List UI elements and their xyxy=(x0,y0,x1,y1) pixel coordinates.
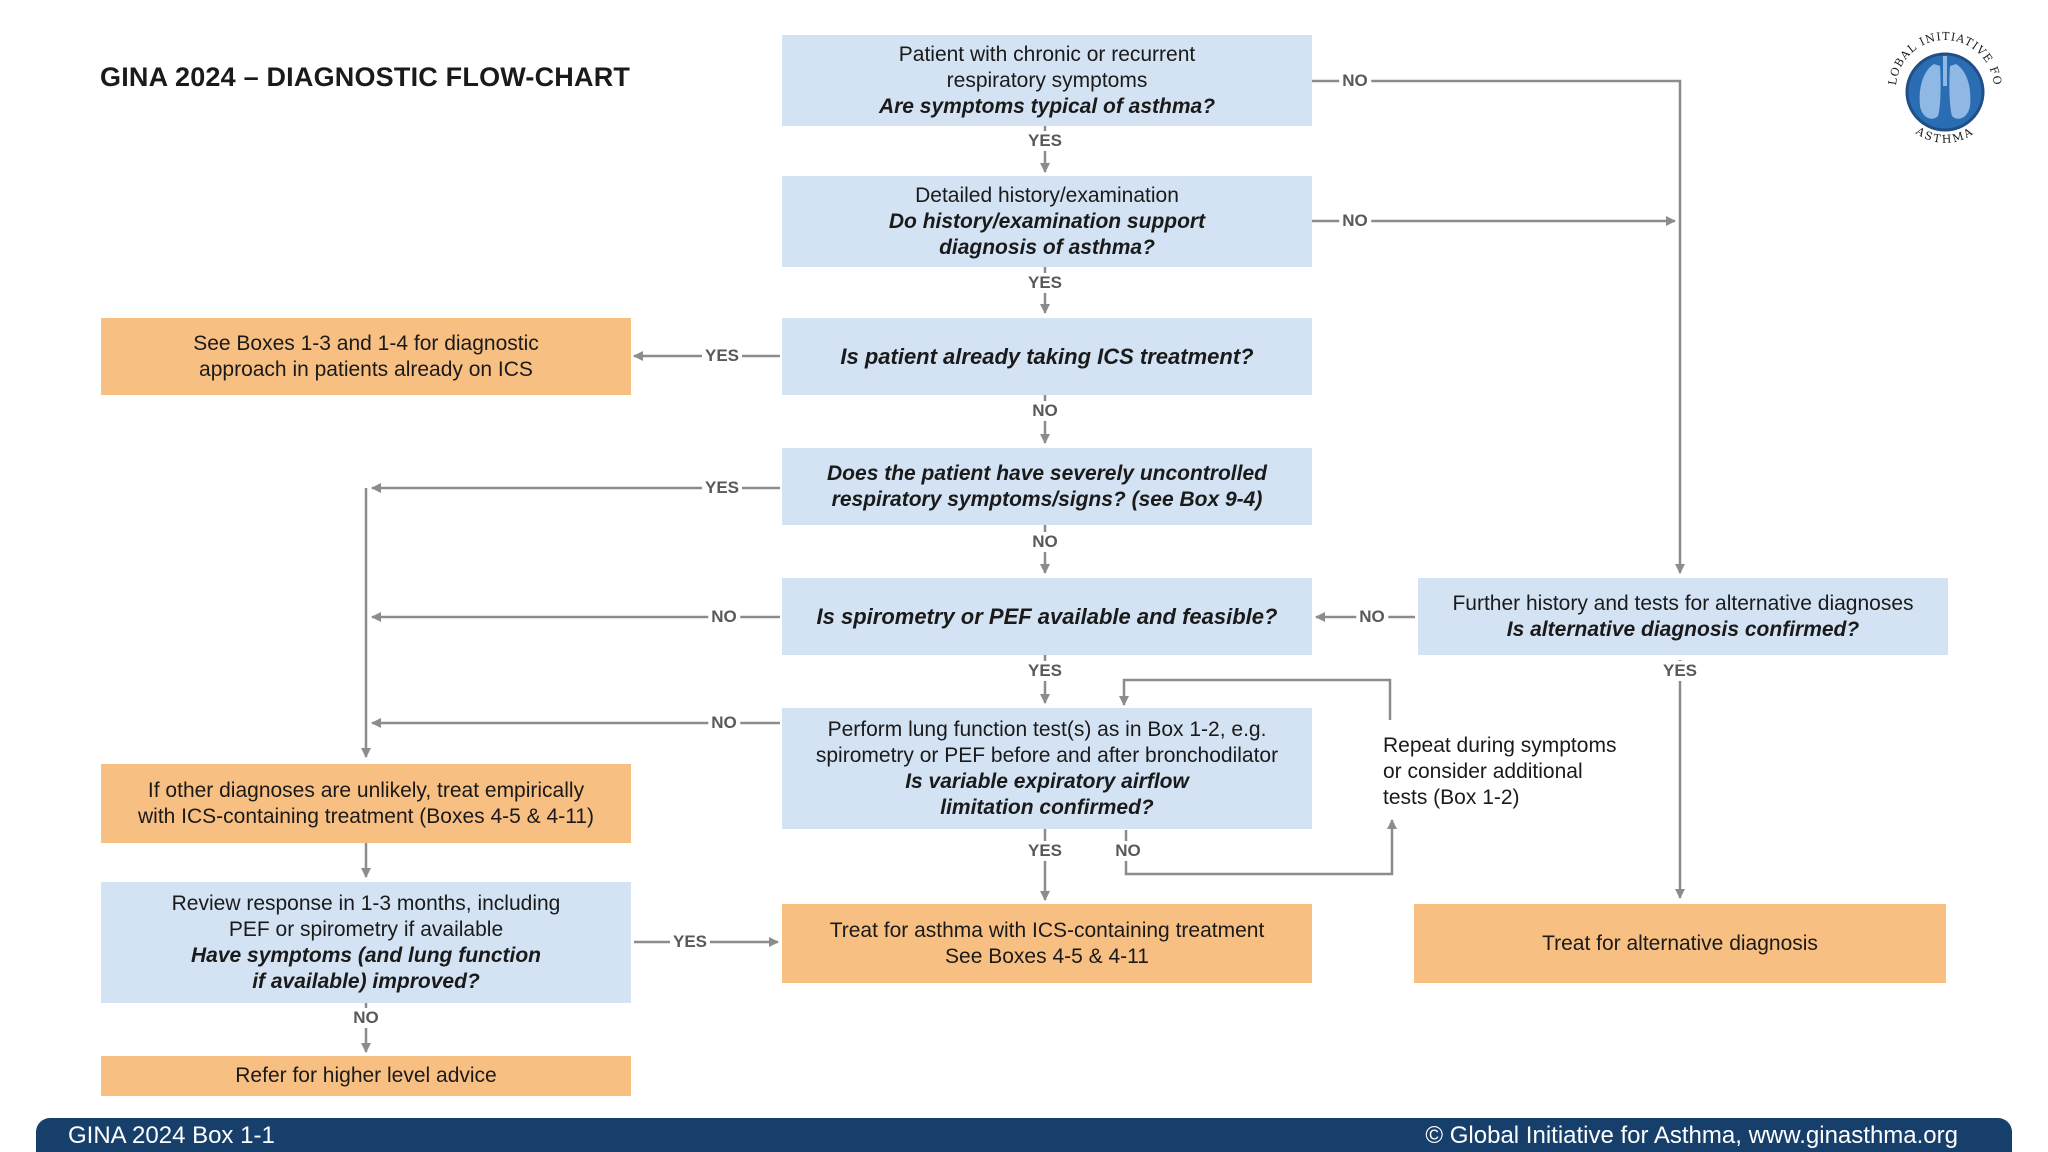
box-text: Detailed history/examination xyxy=(915,183,1179,207)
box-text: Treat for asthma with ICS-containing tre… xyxy=(829,918,1265,942)
box-text: If other diagnoses are unlikely, treat e… xyxy=(147,778,585,802)
label-no: NO xyxy=(1112,841,1144,861)
label-yes: YES xyxy=(701,478,743,498)
box-text: See Boxes 4-5 & 4-11 xyxy=(945,944,1149,968)
box-text: Review response in 1-3 months, including xyxy=(171,891,561,915)
box-text: PEF or spirometry if available xyxy=(228,917,504,941)
box-question: Is alternative diagnosis confirmed? xyxy=(1506,617,1860,641)
label-no: NO xyxy=(1339,71,1371,91)
label-yes: YES xyxy=(1024,131,1066,151)
box-text: Treat for alternative diagnosis xyxy=(1542,931,1818,955)
box-question: diagnosis of asthma? xyxy=(939,235,1155,259)
footer-box-label: GINA 2024 Box 1-1 xyxy=(68,1122,275,1149)
box-severe-symptoms: Does the patient have severely uncontrol… xyxy=(782,448,1312,525)
repeat-note: Repeat during symptoms or consider addit… xyxy=(1383,733,1616,811)
box-initial-symptoms: Patient with chronic or recurrent respir… xyxy=(782,35,1312,126)
box-review-response: Review response in 1-3 months, including… xyxy=(101,882,631,1003)
box-question: respiratory symptoms/signs? (see Box 9-4… xyxy=(831,487,1263,511)
box-text: Further history and tests for alternativ… xyxy=(1452,591,1914,615)
box-further-history: Further history and tests for alternativ… xyxy=(1418,578,1948,655)
box-text: Patient with chronic or recurrent xyxy=(898,42,1196,66)
box-text: respiratory symptoms xyxy=(946,68,1148,92)
box-empiric-treatment: If other diagnoses are unlikely, treat e… xyxy=(101,764,631,843)
note-text: tests (Box 1-2) xyxy=(1383,786,1520,809)
label-yes: YES xyxy=(1659,661,1701,681)
box-see-boxes: See Boxes 1-3 and 1-4 for diagnostic app… xyxy=(101,318,631,395)
footer-copyright: © Global Initiative for Asthma, www.gina… xyxy=(1425,1122,1958,1149)
box-spirometry: Is spirometry or PEF available and feasi… xyxy=(782,578,1312,655)
box-detailed-history: Detailed history/examination Do history/… xyxy=(782,176,1312,267)
box-text: Refer for higher level advice xyxy=(235,1064,497,1087)
box-text: spirometry or PEF before and after bronc… xyxy=(815,743,1279,767)
box-text: See Boxes 1-3 and 1-4 for diagnostic xyxy=(193,331,539,355)
label-yes: YES xyxy=(701,346,743,366)
box-ics-treatment: Is patient already taking ICS treatment? xyxy=(782,318,1312,395)
label-no: NO xyxy=(350,1008,382,1028)
footer-bar: GINA 2024 Box 1-1 © Global Initiative fo… xyxy=(36,1118,2012,1152)
gina-logo-icon: GLOBAL INITIATIVE FOR ASTHMA xyxy=(1882,26,2003,146)
box-text: with ICS-containing treatment (Boxes 4-5… xyxy=(138,804,594,828)
box-question: limitation confirmed? xyxy=(940,795,1154,819)
box-question: if available) improved? xyxy=(252,969,480,993)
box-lung-function-test: Perform lung function test(s) as in Box … xyxy=(782,708,1312,829)
box-question: Do history/examination support xyxy=(888,209,1206,233)
box-question: Is patient already taking ICS treatment? xyxy=(840,343,1254,369)
box-question: Are symptoms typical of asthma? xyxy=(878,94,1216,118)
label-no: NO xyxy=(1356,607,1388,627)
note-text: Repeat during symptoms xyxy=(1383,734,1617,757)
label-no: NO xyxy=(1029,532,1061,552)
label-no: NO xyxy=(1029,401,1061,421)
label-yes: YES xyxy=(1024,841,1066,861)
label-yes: YES xyxy=(1024,273,1066,293)
box-question: Have symptoms (and lung function xyxy=(190,943,542,967)
arrow-repeat-back xyxy=(1119,678,1392,720)
label-yes: YES xyxy=(669,932,711,952)
box-text: Perform lung function test(s) as in Box … xyxy=(827,717,1267,741)
arrow-start-no xyxy=(1310,79,1685,574)
box-treat-asthma: Treat for asthma with ICS-containing tre… xyxy=(782,904,1312,983)
note-text: or consider additional xyxy=(1383,760,1583,783)
label-yes: YES xyxy=(1024,661,1066,681)
box-question: Is variable expiratory airflow xyxy=(905,769,1189,793)
box-question: Is spirometry or PEF available and feasi… xyxy=(816,603,1278,629)
label-no: NO xyxy=(708,713,740,733)
box-refer: Refer for higher level advice xyxy=(101,1056,631,1096)
label-no: NO xyxy=(708,607,740,627)
box-treat-alternative: Treat for alternative diagnosis xyxy=(1414,904,1946,983)
label-no: NO xyxy=(1339,211,1371,231)
box-question: Does the patient have severely uncontrol… xyxy=(827,461,1267,485)
page-title: GINA 2024 – DIAGNOSTIC FLOW-CHART xyxy=(100,62,631,92)
box-text: approach in patients already on ICS xyxy=(199,357,533,381)
